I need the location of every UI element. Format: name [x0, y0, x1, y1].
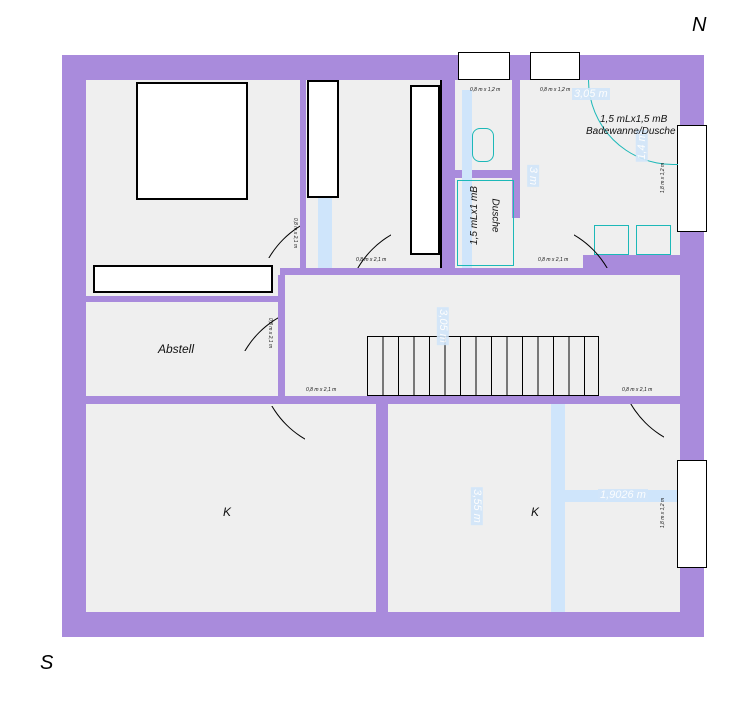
- dim-line: [551, 404, 565, 612]
- tub-size: 1,5 mLx1,5 mB: [600, 114, 668, 125]
- stairs: [367, 336, 599, 396]
- bed: [136, 82, 248, 200]
- cellar-left: [86, 404, 376, 612]
- dimension-label: 1,9026 m: [598, 489, 648, 501]
- door-label: 0,8 m x 2,1 m: [306, 387, 337, 393]
- shower-tray: [457, 180, 514, 266]
- wc-wall: [512, 80, 520, 218]
- window[interactable]: [677, 125, 707, 232]
- cellar-right: [388, 404, 680, 612]
- compass-north: N: [692, 14, 707, 36]
- shower-size: 1,5 mLx1 mB: [468, 186, 480, 245]
- interior-wall: [280, 268, 680, 275]
- dim-line: [462, 90, 472, 268]
- room-label-cellar-right: K: [531, 505, 540, 519]
- door-label: 0,8 m x 2,1 m: [356, 257, 387, 263]
- door-label: 0,8 m x 2,1 m: [267, 317, 274, 349]
- door-label: 0,8 m x 2,1 m: [538, 257, 569, 263]
- dimension-label: 3,05 m: [572, 88, 610, 100]
- sink-icon: [594, 225, 629, 255]
- window-label: 0,8 m x 1,2 m: [470, 87, 501, 93]
- sink-icon: [636, 225, 671, 255]
- toilet-icon: [472, 128, 494, 162]
- door-label: 0,8 m x 2,1 m: [622, 387, 653, 393]
- window-label: 1,8 m x 1,2 m: [660, 497, 667, 529]
- room-label-cellar-left: K: [223, 505, 232, 519]
- shower-label: Dusche: [489, 198, 501, 233]
- bench: [93, 265, 273, 293]
- interior-wall: [278, 275, 285, 396]
- window-label: 0,8 m x 1,2 m: [540, 87, 571, 93]
- tub-label: Badewanne/Dusche: [586, 126, 676, 137]
- wc-shower-wall: [445, 170, 520, 178]
- dimension-label: 3,55 m: [470, 487, 483, 525]
- bath-wall: [583, 255, 680, 268]
- interior-wall: [300, 80, 306, 268]
- window-label: 1,8 m x 1,2 m: [660, 162, 667, 194]
- window[interactable]: [458, 52, 510, 80]
- dimension-label: 3 m: [527, 164, 540, 188]
- wardrobe: [410, 85, 440, 255]
- interior-wall: [376, 398, 388, 612]
- window[interactable]: [677, 460, 707, 568]
- compass-south: S: [40, 652, 54, 674]
- room-label-storage: Abstell: [158, 342, 195, 356]
- window[interactable]: [530, 52, 580, 80]
- door-label: 0,8 m x 2,1 m: [292, 217, 299, 249]
- interior-wall: [86, 296, 282, 302]
- interior-wall: [440, 80, 455, 268]
- wardrobe: [307, 80, 339, 198]
- dimension-label: 3,05 m: [436, 307, 449, 345]
